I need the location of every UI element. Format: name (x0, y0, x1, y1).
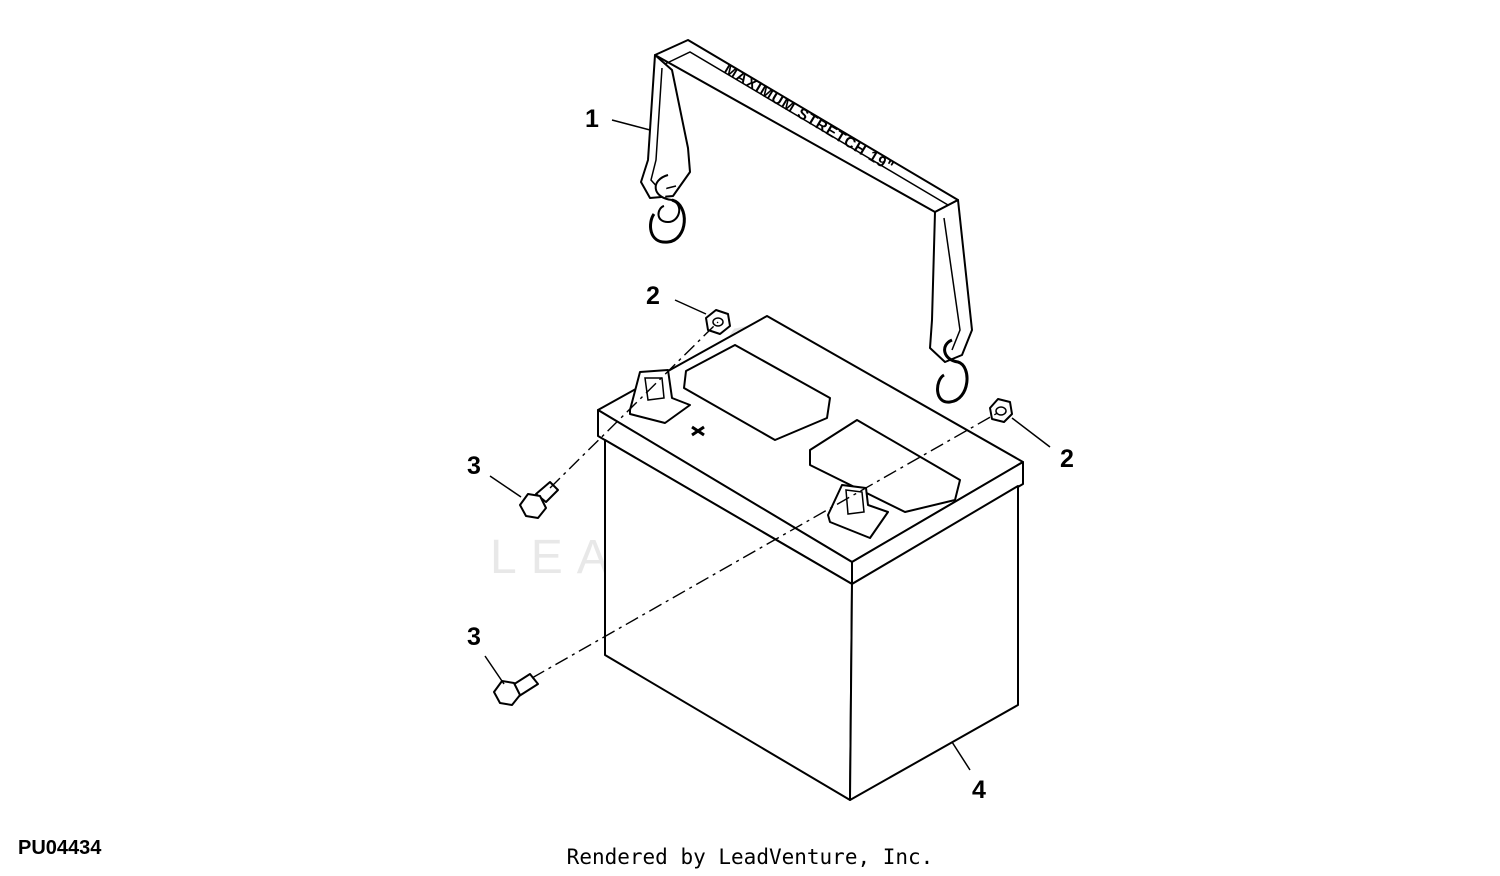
bolt-upper (519, 481, 559, 519)
callout-nut-right: 2 (1060, 445, 1074, 473)
nut-right (989, 398, 1013, 423)
battery (597, 315, 1024, 801)
assembly-line-upper (549, 321, 719, 489)
callout-battery: 4 (972, 776, 986, 804)
callout-nut-upper: 2 (646, 282, 660, 310)
callout-strap: 1 (585, 105, 599, 133)
callout-bolt-lower: 3 (467, 623, 481, 651)
figure-id: PU04434 (18, 837, 102, 859)
rendered-by-credit: Rendered by LeadVenture, Inc. (567, 845, 934, 869)
bolt-lower (493, 673, 539, 706)
callout-bolt-upper: 3 (467, 452, 481, 480)
leader-lines (484, 119, 1051, 771)
strap-label: MAXIMUM STRETCH 19" (721, 61, 897, 176)
assembly-line-lower (531, 410, 1002, 679)
